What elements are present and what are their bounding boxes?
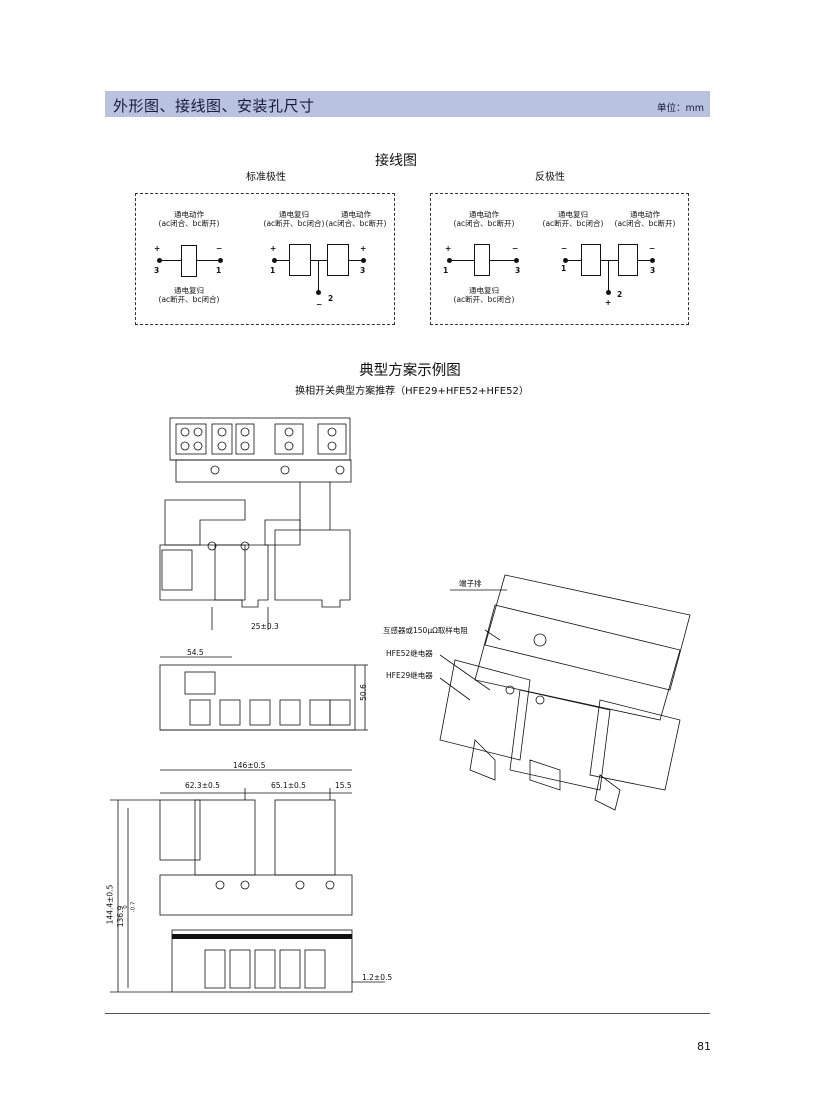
wiring-title: 接线图 [375, 153, 417, 169]
terminal-dot [606, 290, 611, 295]
minus-sign: − [512, 244, 519, 253]
pin-label: 3 [650, 266, 656, 275]
energize-operate-text: 通电动作(ac闭合、bc断开) [325, 210, 387, 228]
terminal-dot [157, 258, 162, 263]
terminal-dot [361, 258, 366, 263]
dim-width-total: 146±0.5 [233, 761, 266, 770]
pin-label: 2 [617, 290, 623, 299]
pin-label: 3 [515, 266, 521, 275]
callout-sensor: 互感器或150μΩ取样电阻 [383, 626, 468, 635]
dim-depth: 54.5 [187, 648, 204, 657]
minus-sign: − [216, 244, 223, 253]
page-number: 81 [697, 1040, 711, 1053]
energize-reset-text: 通电复归(ac断开、bc闭合) [158, 286, 220, 304]
reverse-polarity-label: 反极性 [535, 172, 565, 183]
section-title: 外形图、接线图、安装孔尺寸 [113, 97, 315, 115]
standard-polarity-label: 标准极性 [246, 172, 286, 183]
dim-inner-tol-up: 0 [122, 905, 129, 909]
plus-sign: + [445, 244, 452, 253]
pin-label: 3 [360, 266, 366, 275]
terminal-dot [316, 290, 321, 295]
dim-thickness: 1.2±0.5 [362, 973, 393, 982]
callout-hfe52: HFE52继电器 [386, 649, 433, 658]
plus-sign: + [360, 244, 367, 253]
terminal-dot [218, 258, 223, 263]
section-header: 外形图、接线图、安装孔尺寸 单位：mm [105, 91, 710, 117]
wire [318, 260, 319, 292]
energize-operate-text: 通电动作(ac闭合、bc断开) [158, 210, 220, 228]
minus-sign: − [316, 300, 323, 309]
energize-operate-text: 通电动作(ac闭合、bc断开) [614, 210, 676, 228]
reverse-polarity-panel: 通电动作(ac闭合、bc断开) + − 1 3 通电复归(ac断开、bc闭合) … [430, 193, 689, 325]
plus-sign: + [605, 298, 612, 307]
side-view-drawing [159, 656, 368, 731]
dim-total-height: 144.4±0.5 [105, 884, 115, 925]
terminal-dot [563, 258, 568, 263]
dim-w1: 62.3±0.5 [185, 781, 220, 790]
dim-pitch: 25±0.3 [251, 622, 279, 631]
footer-rule [105, 1013, 710, 1014]
relay-coil [474, 244, 490, 276]
top-view-drawing [159, 417, 352, 630]
terminal-dot [447, 258, 452, 263]
minus-sign: − [561, 244, 568, 253]
dim-w3: 15.5 [335, 781, 352, 790]
standard-polarity-panel: 通电动作(ac闭合、bc断开) + − 3 1 通电复归(ac断开、bc闭合) … [135, 193, 395, 325]
dim-height: 50.6 [358, 684, 368, 701]
pin-label: 1 [561, 264, 567, 273]
pin-label: 1 [443, 266, 449, 275]
relay-coil-a [581, 244, 601, 276]
wire [608, 260, 609, 292]
energize-reset-text: 通电复归(ac断开、bc闭合) [263, 210, 325, 228]
scheme-subtitle: 换相开关典型方案推荐（HFE29+HFE52+HFE52） [295, 386, 529, 397]
dim-inner-tol-down: -0.7 [130, 901, 137, 913]
wire [275, 260, 363, 261]
relay-coil [181, 245, 197, 277]
relay-coil-b [618, 244, 638, 276]
minus-sign: − [649, 244, 656, 253]
unit-label: 单位：mm [656, 103, 704, 114]
plus-sign: + [270, 244, 277, 253]
plus-sign: + [154, 244, 161, 253]
scheme-title: 典型方案示例图 [359, 363, 461, 379]
dim-inner-height: 136.9 [116, 905, 126, 928]
energize-reset-text: 通电复归(ac断开、bc闭合) [453, 286, 515, 304]
pin-label: 3 [154, 266, 160, 275]
terminal-dot [650, 258, 655, 263]
isometric-view-drawing [439, 574, 691, 811]
pin-label: 2 [328, 294, 334, 303]
terminal-dot [272, 258, 277, 263]
dim-w2: 65.1±0.5 [271, 781, 306, 790]
callout-hfe29: HFE29继电器 [386, 671, 433, 680]
energize-reset-text: 通电复归(ac断开、bc闭合) [542, 210, 604, 228]
wire [566, 260, 652, 261]
front-view-drawing [110, 769, 385, 993]
terminal-dot [514, 258, 519, 263]
relay-coil-a [289, 244, 311, 276]
energize-operate-text: 通电动作(ac闭合、bc断开) [453, 210, 515, 228]
pin-label: 1 [216, 266, 222, 275]
relay-coil-b [327, 244, 349, 276]
callout-terminal: 端子排 [459, 579, 482, 588]
pin-label: 1 [270, 266, 276, 275]
